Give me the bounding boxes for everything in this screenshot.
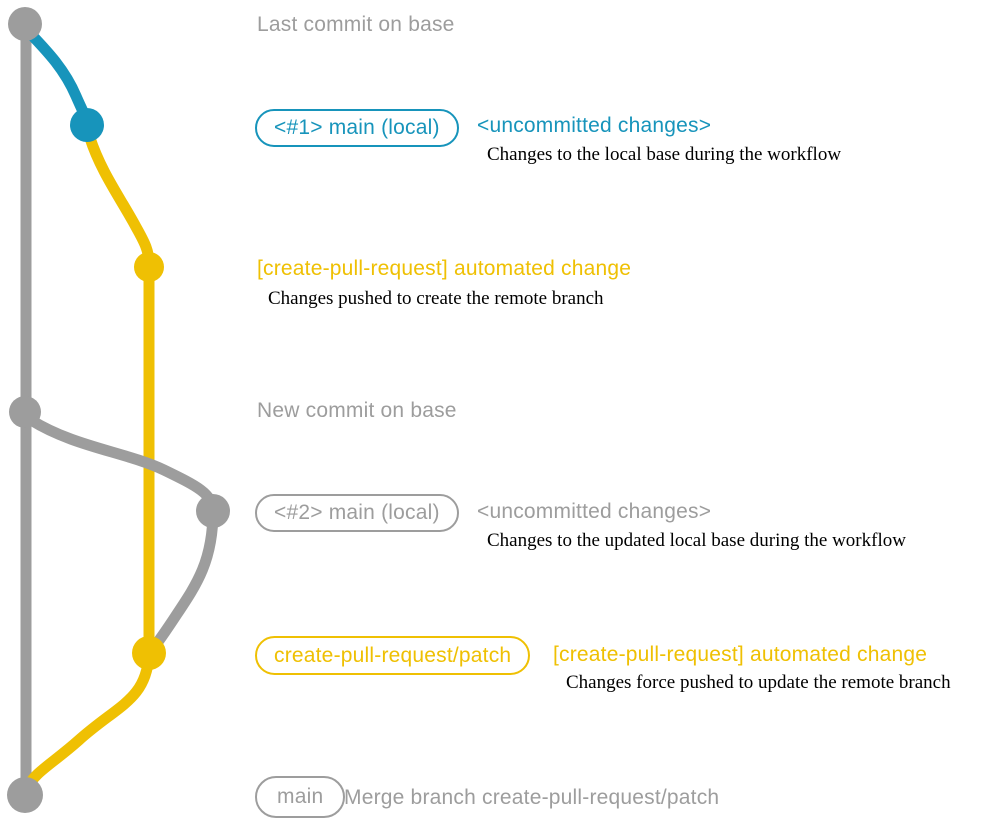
label-uncommitted-changes-1: <uncommitted changes> — [477, 114, 712, 137]
label-uncommitted-changes-2: <uncommitted changes> — [477, 500, 712, 523]
label-merge-branch: Merge branch create-pull-request/patch — [344, 786, 720, 809]
badge-main-local-2: <#2> main (local) — [255, 494, 459, 532]
commit-node-last-base — [8, 7, 42, 41]
label-last-commit-on-base: Last commit on base — [257, 13, 455, 36]
label-automated-change-2: [create-pull-request] automated change — [553, 643, 928, 666]
rebase-curve-in — [145, 505, 219, 658]
description-push-create-branch: Changes pushed to create the remote bran… — [268, 288, 604, 309]
badge-create-pull-request-patch: create-pull-request/patch — [255, 636, 531, 675]
commit-node-main-local-1 — [70, 108, 104, 142]
commit-node-main-local-2 — [196, 494, 230, 528]
commit-node-new-base — [9, 396, 41, 428]
description-local-base-changes: Changes to the local base during the wor… — [487, 144, 842, 165]
commit-node-patch-create — [134, 252, 164, 282]
description-force-push-update-branch: Changes force pushed to update the remot… — [566, 672, 951, 693]
label-automated-change-1: [create-pull-request] automated change — [257, 257, 632, 280]
patch-merge-curve — [21, 649, 155, 794]
commit-node-patch-update — [132, 636, 166, 670]
label-new-commit-on-base: New commit on base — [257, 399, 457, 422]
patch-branch-curve-top — [84, 132, 155, 270]
badge-main: main — [255, 776, 346, 818]
main-local-branch-line — [21, 24, 93, 130]
rebase-curve-out — [25, 414, 219, 517]
commit-node-merge — [7, 777, 43, 813]
description-updated-local-base-changes: Changes to the updated local base during… — [487, 530, 906, 551]
badge-main-local-1: <#1> main (local) — [255, 109, 459, 147]
